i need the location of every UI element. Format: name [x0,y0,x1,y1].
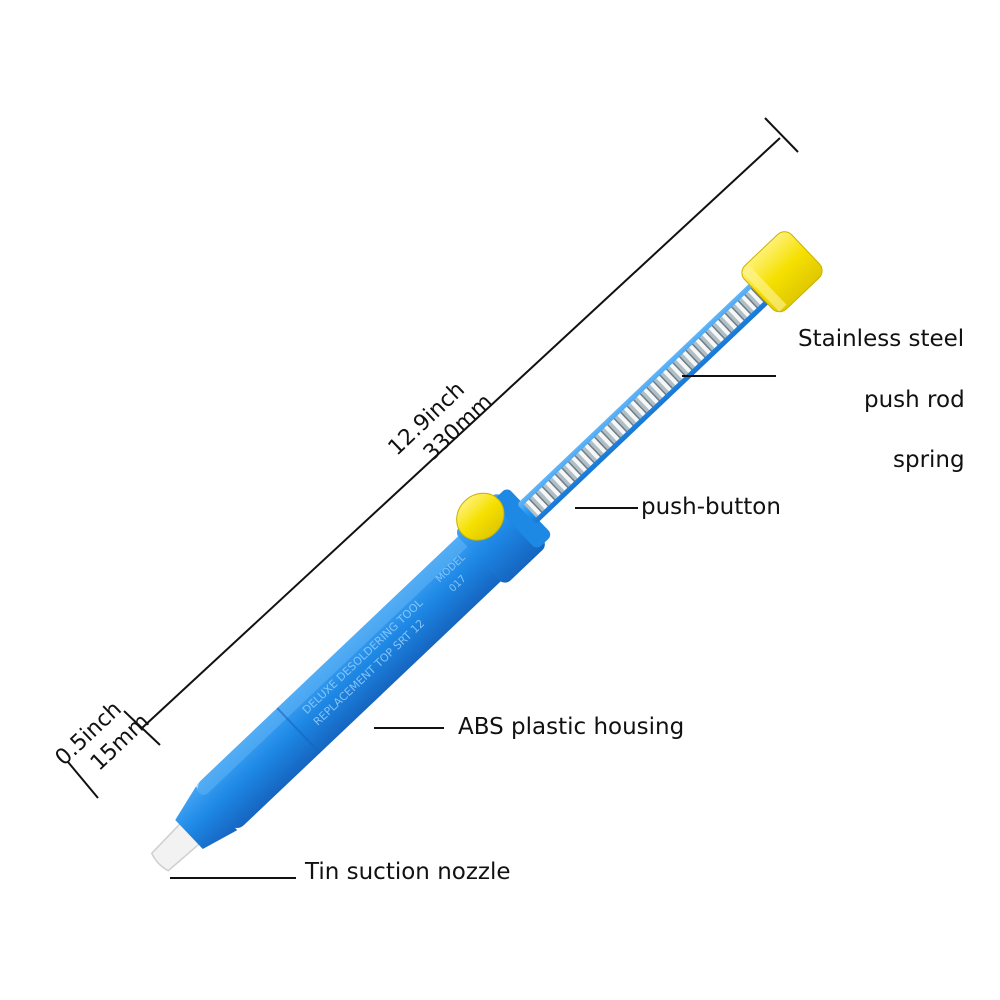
nozzle [150,821,202,872]
push-button[interactable] [447,484,514,550]
length-dimension [123,117,799,746]
abs-housing: DELUXE DESOLDERING TOOL REPLACEMENT TOP … [196,531,505,829]
spring [523,284,769,518]
label-nozzle: Tin suction nozzle [305,859,511,885]
yellow-cap [741,231,823,313]
width-dimension [67,761,99,799]
desoldering-pump: DELUXE DESOLDERING TOOL REPLACEMENT TOP … [150,231,823,872]
label-push-rod: push rod [864,387,965,413]
label-abs-housing: ABS plastic housing [458,714,685,740]
label-stainless-steel: Stainless steel [798,326,965,352]
label-spring: spring [893,447,965,473]
label-push-button: push-button [641,494,781,520]
